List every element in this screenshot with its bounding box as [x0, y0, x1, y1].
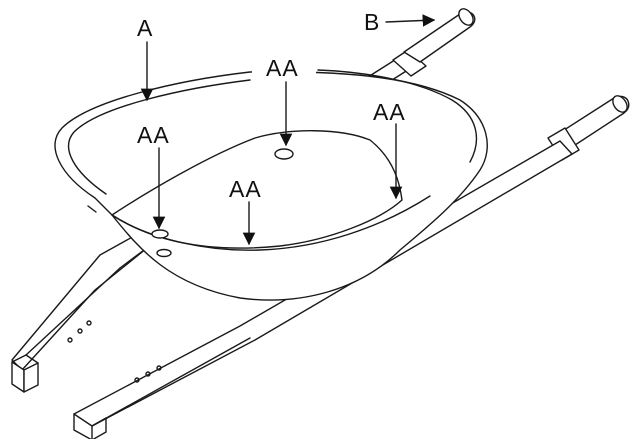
label-aa-right: AA	[373, 99, 406, 125]
label-aa-center: AA	[229, 176, 262, 202]
arrow-b	[385, 14, 436, 27]
leader-arrows	[140, 14, 436, 246]
label-a: A	[137, 15, 154, 41]
tray	[54, 64, 488, 301]
back-rail-lower	[11, 229, 153, 393]
label-aa-left: AA	[137, 122, 170, 148]
label-aa-top: AA	[266, 55, 299, 81]
label-b: B	[364, 9, 381, 35]
